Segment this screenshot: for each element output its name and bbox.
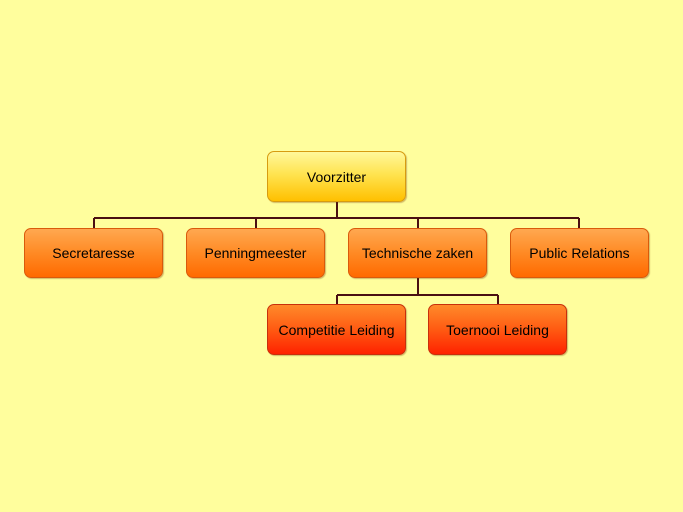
node-technische-zaken: Technische zaken xyxy=(348,228,487,278)
node-competitie-leiding: Competitie Leiding xyxy=(267,304,406,355)
node-secretaresse: Secretaresse xyxy=(24,228,163,278)
node-label: Toernooi Leiding xyxy=(446,321,549,338)
node-label: Public Relations xyxy=(529,245,630,261)
node-public-relations: Public Relations xyxy=(510,228,649,278)
node-penningmeester: Penningmeester xyxy=(186,228,325,278)
node-label: Technische zaken xyxy=(361,245,474,261)
node-toernooi-leiding: Toernooi Leiding xyxy=(428,304,567,355)
node-label: Competitie Leiding xyxy=(278,321,395,338)
node-label: Penningmeester xyxy=(204,245,307,261)
node-label: Voorzitter xyxy=(306,168,367,185)
node-label: Secretaresse xyxy=(52,245,135,261)
node-voorzitter: Voorzitter xyxy=(267,151,406,202)
